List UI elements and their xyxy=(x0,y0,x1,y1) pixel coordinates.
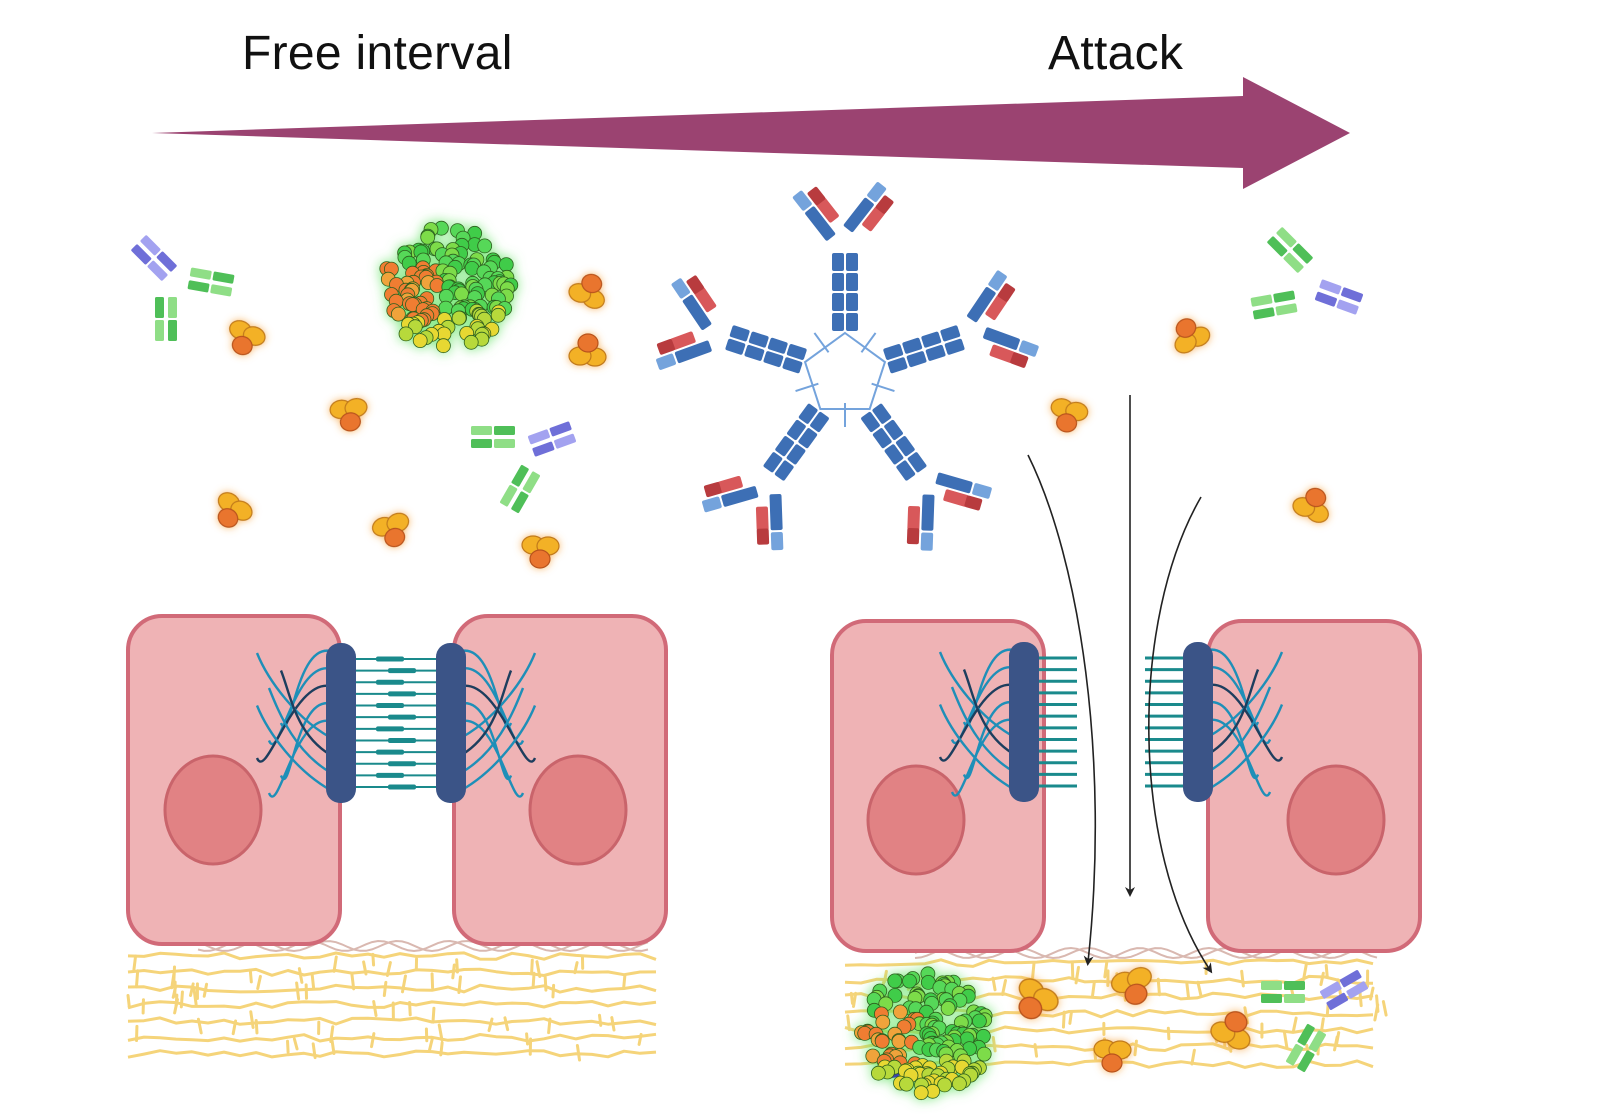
desmosomal-plaque xyxy=(1183,642,1213,802)
igg-antibody-icon xyxy=(1261,981,1305,1003)
complement-trimer-icon xyxy=(329,398,368,432)
flow-arrow xyxy=(1148,496,1213,974)
desmoglein-pair xyxy=(376,656,404,662)
desmoglein-pair xyxy=(388,668,416,674)
nucleus xyxy=(163,754,263,866)
desmoglein-pair xyxy=(376,703,404,709)
cell-left-b xyxy=(452,614,668,946)
desmoglein-pair xyxy=(376,749,404,755)
igg-antibody-icon xyxy=(527,421,577,457)
igg-antibody-icon xyxy=(500,464,540,514)
complement-trimer-icon xyxy=(568,333,607,367)
igm-pentamer-icon xyxy=(656,182,1039,551)
complement-trimer-icon xyxy=(1093,1039,1132,1073)
desmoglein-pair xyxy=(376,726,404,732)
desmoglein-pair xyxy=(376,679,404,685)
igm-fab-arm xyxy=(967,270,1016,323)
igg-antibody-icon xyxy=(131,235,177,281)
igg-antibody-icon xyxy=(471,426,515,448)
complement-trimer-icon xyxy=(1174,318,1211,354)
desmosome-disrupted xyxy=(938,642,1284,802)
igm-fab-arm xyxy=(792,186,839,241)
complement-trimer-icon xyxy=(1110,966,1152,1005)
timeline-arrow xyxy=(152,77,1350,189)
nucleus xyxy=(866,764,966,876)
desmoglein-pair xyxy=(388,784,416,790)
desmoglein-pair xyxy=(388,691,416,697)
igg-antibody-icon xyxy=(187,267,235,297)
cell-right-a xyxy=(830,619,1046,953)
igm-fab-arm xyxy=(906,494,935,551)
complement-trimer-icon xyxy=(217,492,253,528)
desmoglein-pair xyxy=(388,761,416,767)
igm-monomer xyxy=(883,270,1039,374)
complement-trimer-icon xyxy=(1292,487,1329,523)
complement-trimer-icon xyxy=(371,512,410,548)
protein-cluster-top xyxy=(379,220,519,354)
complement-trimer-icon xyxy=(521,535,560,569)
free-interval-label: Free interval xyxy=(242,27,513,80)
igm-fab-arm xyxy=(935,472,992,511)
igm-fab-arm xyxy=(843,182,894,233)
igm-fab-arm xyxy=(656,331,712,370)
desmosomal-plaque xyxy=(436,643,466,803)
igm-fab-arm xyxy=(702,475,759,513)
desmosome-intact xyxy=(255,643,537,803)
desmosomal-plaque xyxy=(326,643,356,803)
desmosomal-plaque xyxy=(1009,642,1039,802)
cell-right-b xyxy=(1206,619,1422,953)
complement-trimer-icon xyxy=(1050,398,1089,433)
igg-antibody-icon xyxy=(155,297,177,341)
nucleus xyxy=(1286,764,1386,876)
igg-antibody-icon xyxy=(1286,1023,1326,1073)
desmoglein-pair xyxy=(388,737,416,743)
desmoglein-pair xyxy=(376,772,404,778)
complement-trimer-icon xyxy=(1210,1011,1251,1050)
complement-trimer-icon xyxy=(1018,978,1059,1020)
igm-fab-arm xyxy=(983,327,1039,368)
igg-antibody-icon xyxy=(1319,970,1369,1010)
igg-antibody-icon xyxy=(1250,290,1298,320)
protein-cluster-bottom xyxy=(854,966,993,1101)
complement-trimer-icon xyxy=(568,273,605,309)
igg-antibody-icon xyxy=(1267,227,1313,273)
igm-fab-arm xyxy=(671,275,717,330)
igm-monomer xyxy=(792,182,894,331)
desmoglein-pair xyxy=(388,714,416,720)
complement-trimer-icon xyxy=(229,320,266,356)
igm-monomer xyxy=(656,275,807,374)
igm-monomer xyxy=(861,403,992,551)
igg-antibody-icon xyxy=(1314,279,1364,315)
extracellular-matrix-left xyxy=(126,939,657,1062)
attack-label: Attack xyxy=(1048,27,1184,80)
penetration-arrows xyxy=(1027,395,1213,974)
flow-arrow xyxy=(1027,454,1097,966)
nucleus xyxy=(528,754,628,866)
cell-left-a xyxy=(126,614,342,946)
igm-monomer xyxy=(702,403,829,551)
igm-fab-arm xyxy=(755,493,784,551)
